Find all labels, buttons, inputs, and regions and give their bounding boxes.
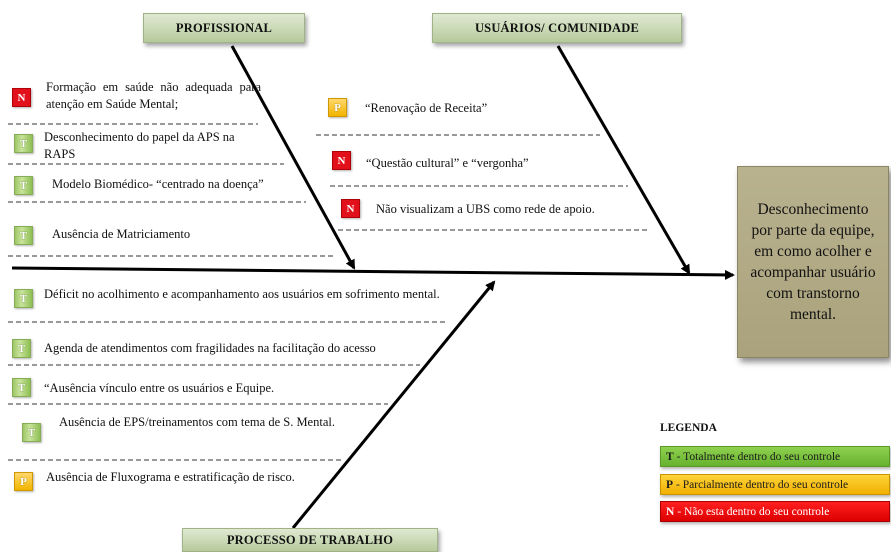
code-badge: T bbox=[14, 176, 33, 195]
cause-professional-4: Ausência de Matriciamento bbox=[52, 226, 252, 243]
code-badge: T bbox=[22, 423, 41, 442]
badge-letter: T bbox=[19, 137, 28, 150]
category-users-label: USUÁRIOS/ COMUNIDADE bbox=[474, 20, 640, 35]
code-badge: T bbox=[14, 289, 33, 308]
cause-professional-2: Desconhecimento do papel da APS na RAPS bbox=[44, 129, 244, 163]
effect-text: Desconhecimento por parte da equipe, em … bbox=[750, 201, 876, 323]
cause-users-2: “Questão cultural” e “vergonha” bbox=[366, 155, 606, 172]
badge-letter: T bbox=[19, 229, 28, 242]
badge-letter: N bbox=[346, 202, 355, 215]
cause-process-4: Ausência de EPS/treinamentos com tema de… bbox=[59, 414, 339, 431]
legend-item-t: T - Totalmente dentro do seu controle bbox=[660, 446, 890, 467]
badge-letter: T bbox=[17, 342, 26, 355]
badge-letter: P bbox=[334, 101, 341, 114]
cause-professional-1: Formação em saúde não adequada para aten… bbox=[46, 79, 261, 113]
cause-process-1: Déficit no acolhimento e acompanhamento … bbox=[44, 286, 464, 303]
code-badge: N bbox=[332, 151, 351, 170]
cause-users-3: Não visualizam a UBS como rede de apoio. bbox=[376, 201, 676, 218]
code-badge: T bbox=[12, 378, 31, 397]
legend-code: N bbox=[666, 505, 675, 518]
category-process-label: PROCESSO DE TRABALHO bbox=[226, 532, 394, 547]
category-professional-label: PROFISSIONAL bbox=[175, 20, 273, 35]
spine-arrow bbox=[11, 266, 735, 280]
cause-text: Ausência de Matriciamento bbox=[52, 227, 191, 241]
cause-users-1: “Renovação de Receita” bbox=[365, 100, 585, 117]
legend-code: T bbox=[666, 450, 674, 463]
code-badge: T bbox=[14, 226, 33, 245]
cause-text: Desconhecimento do papel da APS na RAPS bbox=[44, 130, 235, 161]
cause-text: Ausência de Fluxograma e estratificação … bbox=[46, 470, 295, 484]
code-badge: N bbox=[341, 199, 360, 218]
cause-text: “Ausência vínculo entre os usuários e Eq… bbox=[44, 381, 275, 395]
cause-text: “Questão cultural” e “vergonha” bbox=[366, 156, 529, 170]
category-users: USUÁRIOS/ COMUNIDADE bbox=[432, 13, 682, 43]
cause-text: Formação em saúde não adequada para aten… bbox=[46, 80, 261, 111]
code-badge: T bbox=[12, 339, 31, 358]
legend-code: P bbox=[666, 478, 674, 491]
cause-text: Modelo Biomédico- “centrado na doença” bbox=[52, 177, 264, 191]
cause-process-2: Agenda de atendimentos com fragilidades … bbox=[44, 340, 444, 357]
legend-text: - Totalmente dentro do seu controle bbox=[676, 450, 841, 463]
cause-text: Ausência de EPS/treinamentos com tema de… bbox=[59, 415, 335, 429]
legend-item-n: N - Não esta dentro do seu controle bbox=[660, 501, 890, 522]
bone-professional bbox=[230, 45, 356, 270]
badge-letter: N bbox=[17, 91, 26, 104]
code-badge: P bbox=[328, 98, 347, 117]
cause-professional-3: Modelo Biomédico- “centrado na doença” bbox=[52, 176, 314, 193]
code-badge: T bbox=[14, 134, 33, 153]
badge-letter: P bbox=[20, 475, 27, 488]
badge-letter: T bbox=[19, 179, 28, 192]
category-professional: PROFISSIONAL bbox=[143, 13, 305, 43]
code-badge: N bbox=[12, 88, 31, 107]
cause-process-3: “Ausência vínculo entre os usuários e Eq… bbox=[44, 380, 344, 397]
badge-letter: T bbox=[27, 426, 36, 439]
badge-letter: T bbox=[17, 381, 26, 394]
cause-text: Não visualizam a UBS como rede de apoio. bbox=[376, 202, 595, 216]
cause-text: “Renovação de Receita” bbox=[365, 101, 488, 115]
legend-text: - Não esta dentro do seu controle bbox=[677, 505, 830, 518]
legend-title: LEGENDA bbox=[660, 422, 717, 434]
cause-text: Déficit no acolhimento e acompanhamento … bbox=[44, 287, 440, 301]
effect-box: Desconhecimento por parte da equipe, em … bbox=[737, 166, 889, 358]
category-process: PROCESSO DE TRABALHO bbox=[182, 528, 438, 552]
cause-text: Agenda de atendimentos com fragilidades … bbox=[44, 341, 376, 355]
badge-letter: N bbox=[337, 154, 346, 167]
code-badge: P bbox=[14, 472, 33, 491]
bone-users bbox=[556, 45, 691, 275]
badge-letter: T bbox=[19, 292, 28, 305]
cause-process-5: Ausência de Fluxograma e estratificação … bbox=[46, 469, 308, 486]
legend-text: - Parcialmente dentro do seu controle bbox=[676, 478, 849, 491]
bone-process bbox=[291, 280, 496, 529]
legend-item-p: P - Parcialmente dentro do seu controle bbox=[660, 474, 890, 495]
